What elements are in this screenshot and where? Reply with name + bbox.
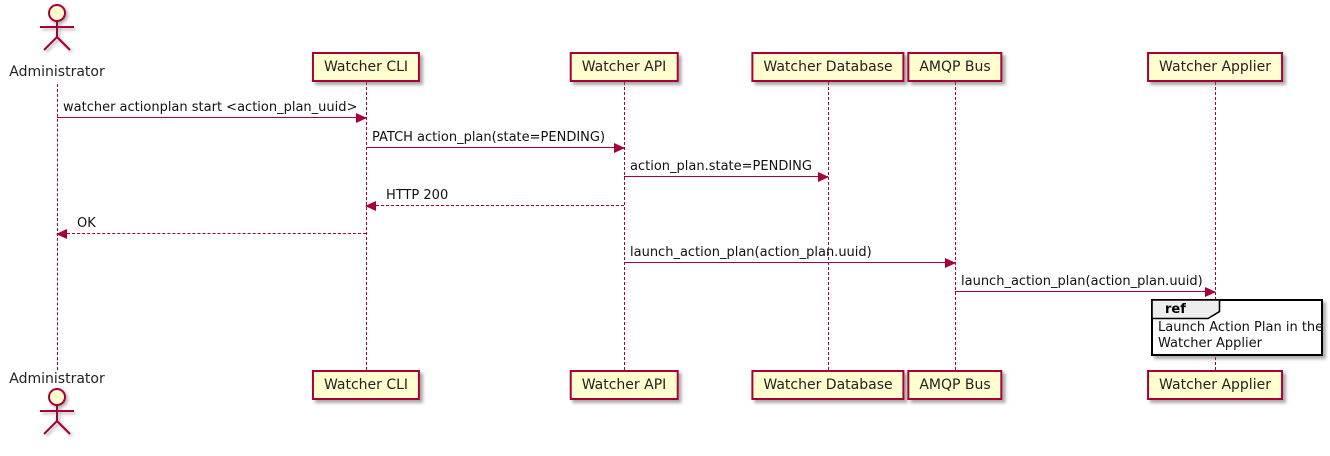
message-label: watcher actionplan start <action_plan_uu… <box>63 100 358 115</box>
participant-watcher-database-bottom: Watcher Database <box>751 370 905 400</box>
message-label: HTTP 200 <box>386 188 449 203</box>
participant-amqp-bus-bottom: AMQP Bus <box>907 370 1003 400</box>
arrowhead-right-icon <box>945 258 956 268</box>
lifeline-watcher-api <box>624 82 625 370</box>
arrowhead-right-icon <box>818 172 829 182</box>
message-label: launch_action_plan(action_plan.uuid) <box>961 274 1203 289</box>
ref-keyword: ref <box>1165 302 1186 317</box>
ref-text-line2: Watcher Applier <box>1158 336 1262 351</box>
message-launch-action-plan-applier: launch_action_plan(action_plan.uuid) <box>955 274 1216 297</box>
message-state-pending: action_plan.state=PENDING <box>624 159 829 182</box>
participant-amqp-bus-top: AMQP Bus <box>907 52 1003 82</box>
participant-watcher-applier-bottom: Watcher Applier <box>1147 370 1283 400</box>
participant-watcher-cli-bottom: Watcher CLI <box>311 370 421 400</box>
lifeline-watcher-database <box>828 82 829 370</box>
participant-watcher-database-top: Watcher Database <box>751 52 905 82</box>
lifeline-administrator <box>57 84 58 370</box>
arrowhead-right-icon <box>614 143 625 153</box>
message-label: action_plan.state=PENDING <box>630 159 812 174</box>
lifeline-watcher-applier <box>1215 82 1216 370</box>
message-label: OK <box>77 216 96 231</box>
ref-fragment: ref Launch Action Plan in the Watcher Ap… <box>1151 299 1323 356</box>
actor-icon <box>40 388 74 435</box>
arrowhead-right-icon <box>1205 287 1216 297</box>
actor-name-top: Administrator <box>9 64 105 80</box>
participant-watcher-cli-top: Watcher CLI <box>311 52 421 82</box>
arrowhead-left-icon <box>56 229 67 239</box>
participant-watcher-api-top: Watcher API <box>569 52 679 82</box>
actor-icon <box>40 4 74 51</box>
lifeline-amqp-bus <box>955 82 956 370</box>
ref-text-line1: Launch Action Plan in the <box>1158 320 1324 335</box>
arrowhead-left-icon <box>365 201 376 211</box>
actor-name-bottom: Administrator <box>9 371 105 387</box>
message-start-actionplan: watcher actionplan start <action_plan_uu… <box>57 100 367 123</box>
message-http-200: HTTP 200 <box>365 188 624 211</box>
message-ok: OK <box>56 216 366 239</box>
message-patch-action-plan: PATCH action_plan(state=PENDING) <box>366 130 625 153</box>
message-label: launch_action_plan(action_plan.uuid) <box>630 245 872 260</box>
arrowhead-right-icon <box>356 113 367 123</box>
ref-header-pentagon-icon <box>1151 299 1221 320</box>
participant-watcher-api-bottom: Watcher API <box>569 370 679 400</box>
participant-watcher-applier-top: Watcher Applier <box>1147 52 1283 82</box>
lifeline-watcher-cli <box>366 82 367 370</box>
message-launch-action-plan-bus: launch_action_plan(action_plan.uuid) <box>624 245 956 268</box>
message-label: PATCH action_plan(state=PENDING) <box>372 130 606 145</box>
